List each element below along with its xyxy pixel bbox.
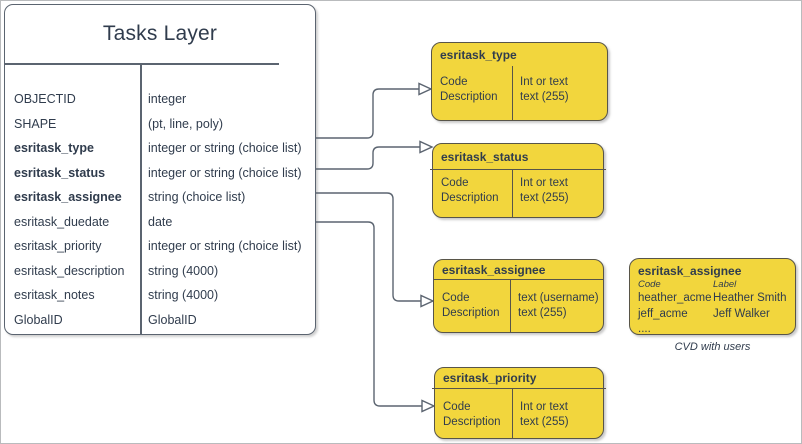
title-divider-line xyxy=(430,169,606,171)
field-type: integer or string (choice list) xyxy=(148,239,302,254)
table-row: esritask_assignee string (choice list) xyxy=(5,185,315,210)
field-name: esritask_type xyxy=(14,141,94,156)
field-name: esritask_duedate xyxy=(14,214,110,229)
tasks-layer-table: Tasks Layer OBJECTID integer SHAPE (pt, li… xyxy=(4,4,316,335)
field-type: integer xyxy=(148,92,187,107)
domain-types: Int or text text (255) xyxy=(512,389,603,438)
title-divider-line xyxy=(432,388,606,390)
field-type: date xyxy=(148,214,173,229)
table-row: esritask_notes string (4000) xyxy=(5,283,315,308)
domain-fields: Code Description xyxy=(443,401,501,428)
field-name: SHAPE xyxy=(14,116,57,131)
table-row: GlobalID GlobalID xyxy=(5,308,315,333)
field-rows: OBJECTID integer SHAPE (pt, line, poly) es… xyxy=(5,87,315,332)
column-divider-line xyxy=(140,63,142,334)
domain-box-esritask-assignee: esritask_assignee Code Description text … xyxy=(433,259,604,333)
field-type: GlobalID xyxy=(148,312,197,327)
domain-types: Int or text text (255) xyxy=(512,170,603,217)
open-arrowhead xyxy=(419,140,434,154)
connector-type xyxy=(316,88,419,139)
table-row: esritask_duedate date xyxy=(5,210,315,235)
domain-box-title: esritask_assignee xyxy=(442,262,546,277)
domain-box-title: esritask_type xyxy=(440,47,517,62)
domain-types: text (username) text (255) xyxy=(510,280,603,332)
field-type: string (choice list) xyxy=(148,190,246,205)
field-name: OBJECTID xyxy=(14,92,76,107)
domain-box-title: esritask_status xyxy=(441,149,529,164)
domain-types: Int or text text (255) xyxy=(512,66,607,120)
table-row: esritask_type integer or string (choice l… xyxy=(5,136,315,161)
connector-status xyxy=(316,146,420,170)
domain-fields: Code Description xyxy=(441,177,499,204)
domain-fields: Code Description xyxy=(442,292,500,319)
open-arrowhead xyxy=(418,82,433,96)
field-type: integer or string (choice list) xyxy=(148,141,302,156)
field-name: esritask_priority xyxy=(14,239,102,254)
domain-fields: Code Description xyxy=(440,76,498,103)
table-row: SHAPE (pt, line, poly) xyxy=(5,112,315,137)
open-arrowhead xyxy=(420,294,435,308)
table-row: esritask_priority integer or string (choi… xyxy=(5,234,315,259)
domain-box-esritask-priority: esritask_priority Code Description Int o… xyxy=(432,367,606,439)
title-divider-line xyxy=(5,63,279,65)
field-name: esritask_status xyxy=(14,165,106,180)
cvd-users-box: esritask_assignee Code Label heather_acm… xyxy=(629,258,796,335)
field-type: string (4000) xyxy=(148,288,219,303)
table-row: esritask_status integer or string (choice… xyxy=(5,161,315,186)
title-divider-line xyxy=(434,279,603,281)
connector-assignee xyxy=(316,192,421,302)
cvd-caption: CVD with users xyxy=(674,341,751,353)
cvd-column-headers: Code Label xyxy=(638,279,737,290)
tasks-layer-title: Tasks Layer xyxy=(102,22,218,45)
domain-box-title: esritask_priority xyxy=(443,371,537,385)
cvd-row: jeff_acme Jeff Walker xyxy=(638,307,770,320)
open-arrowhead xyxy=(421,399,436,413)
field-type: string (4000) xyxy=(148,263,219,278)
domain-box-esritask-status: esritask_status Code Description Int or … xyxy=(430,143,606,218)
connector-priority xyxy=(316,221,422,407)
field-name: esritask_assignee xyxy=(14,190,122,205)
cvd-box-title: esritask_assignee xyxy=(638,264,742,278)
field-type: integer or string (choice list) xyxy=(148,165,302,180)
cvd-row: heather_acme Heather Smith xyxy=(638,292,787,304)
table-row: OBJECTID integer xyxy=(5,87,315,112)
domain-box-esritask-type: esritask_type Code Description Int or te… xyxy=(431,42,608,121)
field-name: esritask_description xyxy=(14,263,125,278)
cvd-row: .... xyxy=(638,323,651,335)
field-name: esritask_notes xyxy=(14,288,95,303)
field-type: (pt, line, poly) xyxy=(148,116,224,131)
field-name: GlobalID xyxy=(14,312,63,327)
table-row: esritask_description string (4000) xyxy=(5,259,315,284)
